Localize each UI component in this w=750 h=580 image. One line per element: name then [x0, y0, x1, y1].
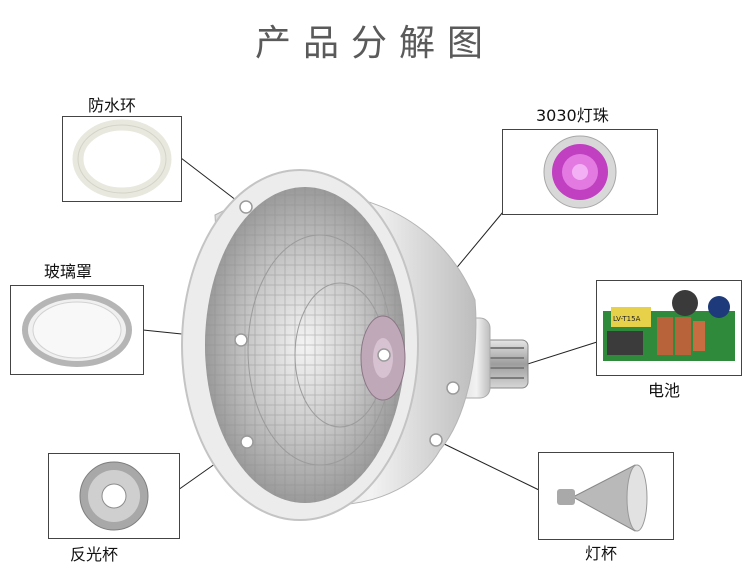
label-lamp-cup: 灯杯 — [585, 544, 618, 563]
thumb-reflector-cup — [48, 453, 180, 539]
label-led-beads: 3030灯珠 — [536, 106, 609, 125]
dot-waterproof-ring — [239, 200, 253, 214]
callout-dots — [234, 200, 460, 449]
thumb-lamp-cup — [538, 452, 674, 540]
dot-led-beads — [377, 348, 391, 362]
thumb-led-beads — [502, 129, 658, 215]
dot-glass-cover — [234, 333, 248, 347]
driver-board-text: LV-T15A — [613, 315, 641, 323]
label-driver: 电池 — [648, 381, 681, 400]
thumb-driver: LV-T15A — [596, 280, 742, 376]
label-reflector-cup: 反光杯 — [70, 545, 119, 564]
dot-lamp-cup — [429, 433, 443, 447]
thumb-waterproof-ring — [62, 116, 182, 202]
label-waterproof-ring: 防水环 — [88, 96, 137, 115]
dot-reflector-cup — [240, 435, 254, 449]
leader-lamp-cup — [435, 439, 540, 491]
diagram-title: 产品分解图 — [254, 23, 495, 64]
dot-driver — [446, 381, 460, 395]
thumb-glass-cover — [10, 285, 144, 375]
label-glass-cover: 玻璃罩 — [44, 262, 93, 281]
